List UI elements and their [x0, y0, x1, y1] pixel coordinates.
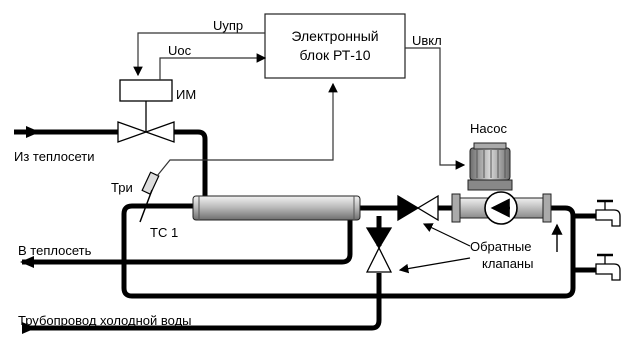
water-tap-bottom: [595, 253, 621, 281]
temperature-sensor-tri: [139, 171, 160, 223]
check-valve-vertical: [365, 227, 393, 273]
inlet-pipe-after-valve: [174, 129, 208, 196]
cold-arrow: [22, 322, 36, 334]
return-pipe: [22, 208, 353, 265]
pipes: [14, 129, 598, 331]
label-from-heat-network: Из теплосети: [14, 149, 95, 164]
controller-rt10: Электронный блок РТ-10: [265, 14, 405, 78]
heat-exchanger: [192, 195, 361, 221]
u-upr-line: [133, 32, 265, 77]
controller-title-line1: Электронный: [291, 28, 379, 44]
check-valve-horizontal: [397, 194, 439, 222]
return-arrow: [20, 256, 34, 268]
label-im: ИМ: [176, 87, 197, 102]
label-u-upr: Uупр: [213, 18, 244, 33]
circulation-pump: [451, 142, 552, 225]
cold-water-pipe: [22, 273, 382, 331]
label-u-os: Uос: [168, 43, 192, 58]
label-pump: Насос: [470, 121, 507, 136]
controller-title-line2: блок РТ-10: [299, 47, 371, 63]
label-u-vkl: Uвкл: [412, 33, 442, 48]
actuator-im: [119, 79, 173, 102]
label-tri: Три: [111, 180, 133, 195]
check-valve-pointers: [398, 223, 471, 274]
u-vkl-line: [405, 47, 466, 170]
control-valve: [117, 100, 175, 143]
inlet-arrow: [26, 126, 40, 138]
signal-lines: [133, 32, 466, 177]
label-to-heat-network: В теплосеть: [18, 243, 92, 258]
sensor-signal-line: [156, 82, 338, 177]
label-cold-water-pipe: Трубопровод холодной воды: [18, 313, 192, 328]
water-tap-top: [595, 199, 621, 227]
label-check-valves-2: клапаны: [482, 256, 534, 271]
label-check-valves-1: Обратные: [470, 239, 532, 254]
label-tc1: ТС 1: [150, 225, 179, 240]
controller-rt10-box: [264, 13, 406, 79]
u-os-line: [159, 53, 267, 80]
